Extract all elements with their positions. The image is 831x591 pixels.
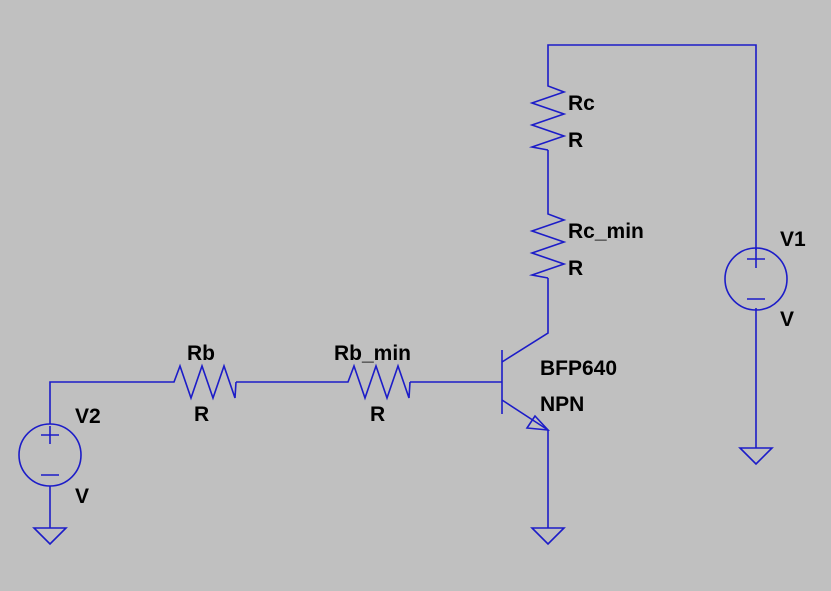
voltage-source-icon [724, 247, 788, 311]
zigzag-resistor-icon [172, 363, 237, 401]
transistor-q1[interactable]: BFP640 NPN [501, 350, 617, 431]
npn-transistor-icon [501, 350, 551, 431]
transistor-model: BFP640 [540, 357, 617, 380]
rc-name: Rc [568, 92, 595, 115]
ground-icon[interactable] [32, 527, 68, 546]
ground-icon[interactable] [738, 447, 774, 466]
rb-min-name: Rb_min [334, 342, 411, 365]
rc-value: R [568, 129, 583, 152]
rb-value: R [194, 403, 209, 426]
resistor-rb-min[interactable]: Rb_min R [334, 342, 411, 426]
wire-top-loop[interactable] [547, 44, 757, 250]
zigzag-resistor-icon [528, 212, 567, 279]
rc-min-name: Rc_min [568, 220, 644, 243]
zigzag-resistor-icon [528, 84, 567, 151]
voltage-source-icon [18, 423, 82, 487]
transistor-type: NPN [540, 393, 584, 416]
ground-icon[interactable] [530, 525, 566, 546]
wire-v2-to-rb[interactable] [49, 381, 172, 424]
rb-min-value: R [370, 403, 385, 426]
voltage-source-v2[interactable]: V2 V [18, 405, 101, 508]
rc-min-value: R [568, 257, 583, 280]
resistor-rb[interactable]: Rb R [172, 342, 237, 426]
v1-value: V [780, 308, 794, 331]
resistor-rc-min[interactable]: Rc_min R [528, 212, 644, 280]
resistor-rc[interactable]: Rc R [528, 84, 595, 152]
v2-value: V [75, 485, 89, 508]
voltage-source-v1[interactable]: V1 V [724, 228, 806, 331]
v1-name: V1 [780, 228, 806, 251]
wire-rcmin-to-collector[interactable] [501, 278, 549, 363]
rb-name: Rb [187, 342, 215, 365]
zigzag-resistor-icon [346, 363, 411, 401]
wires [49, 44, 757, 528]
v2-name: V2 [75, 405, 101, 428]
